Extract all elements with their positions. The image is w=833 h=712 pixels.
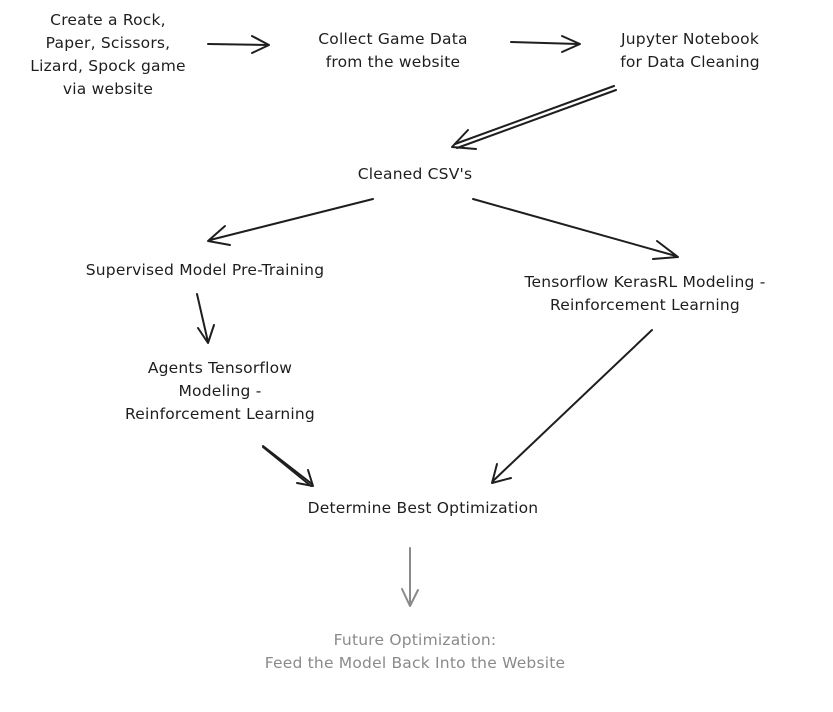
node-create-game: Create a Rock, Paper, Scissors, Lizard, … — [30, 11, 186, 98]
arrow-best-to-future — [401, 547, 419, 607]
arrow-cleaned-to-kerasrl — [472, 198, 679, 260]
node-supervised-pretraining: Supervised Model Pre-Training — [85, 261, 325, 279]
node-future-optimization: Future Optimization: Feed the Model Back… — [264, 631, 566, 672]
arrow-kerasrl-to-best — [491, 329, 653, 484]
node-kerasrl-modeling: Tensorflow KerasRL Modeling - Reinforcem… — [524, 273, 766, 314]
arrow-supervised-to-agents — [196, 293, 215, 344]
node-agents-tensorflow: Agents Tensorflow Modeling - Reinforceme… — [125, 359, 315, 423]
arrow-cleaned-to-supervised — [207, 198, 374, 246]
node-jupyter-notebook: Jupyter Notebook for Data Cleaning — [620, 30, 760, 71]
arrow-create-to-collect — [207, 35, 270, 54]
node-determine-best-optimization: Determine Best Optimization — [307, 499, 539, 517]
arrow-collect-to-jupyter — [510, 35, 581, 53]
node-collect-data: Collect Game Data from the website — [318, 30, 468, 71]
arrow-jupyter-to-cleaned — [451, 85, 617, 150]
node-cleaned-csv: Cleaned CSV's — [357, 165, 473, 183]
arrow-agents-to-best — [262, 445, 314, 487]
